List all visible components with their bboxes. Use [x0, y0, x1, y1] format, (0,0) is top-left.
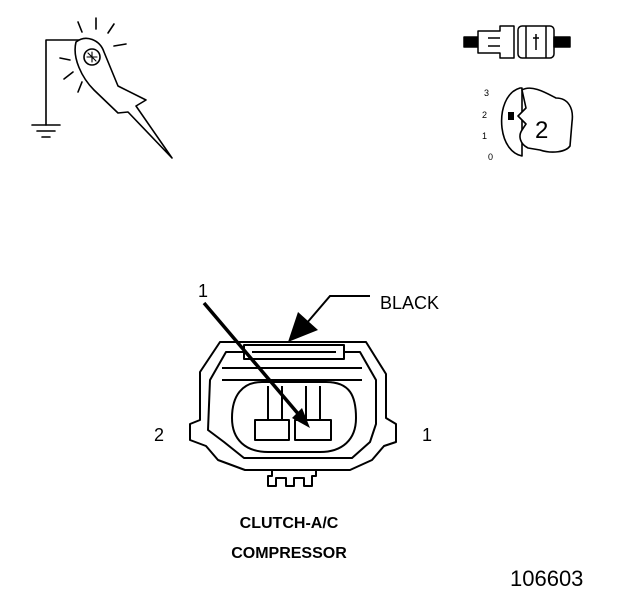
wire-color-leader	[288, 295, 370, 342]
ignition-tick-0: 0	[488, 152, 493, 162]
connector-face	[189, 341, 397, 487]
ignition-position-label: 2	[535, 117, 548, 144]
component-caption-line2: COMPRESSOR	[231, 545, 347, 562]
terminal-label-right: 1	[422, 425, 432, 445]
wire-color-label: BLACK	[380, 293, 439, 313]
ignition-tick-2: 2	[482, 110, 487, 120]
ignition-switch-position-icon: 3 2 1 0 2	[482, 87, 574, 162]
callout-number-1: 1	[198, 281, 208, 301]
ignition-tick-3: 3	[484, 88, 489, 98]
test-probe-ground-icon	[31, 17, 173, 159]
ignition-tick-1: 1	[482, 131, 487, 141]
connector-disconnected-icon	[463, 25, 571, 59]
callout-arrow-1	[202, 301, 310, 428]
terminal-label-left: 2	[154, 425, 164, 445]
figure-number: 106603	[510, 566, 583, 591]
component-caption-line1: CLUTCH-A/C	[240, 515, 339, 532]
